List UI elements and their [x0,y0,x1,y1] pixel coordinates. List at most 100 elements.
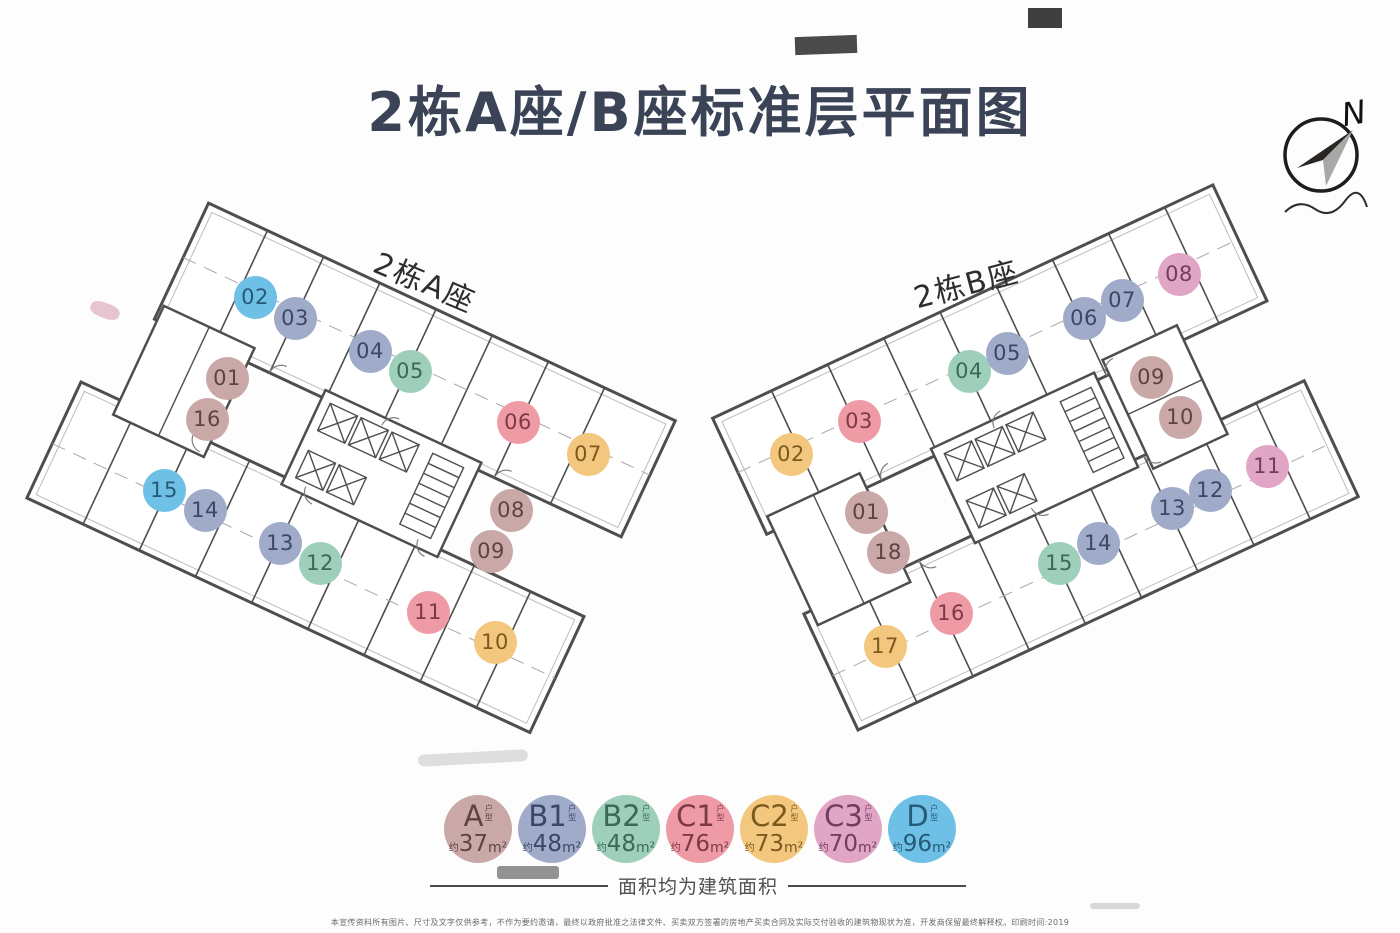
legend-approx: 约 [744,843,755,854]
legend-approx: 约 [892,843,903,854]
unit-circle-b-06: 06 [1062,296,1106,340]
unit-circle-a-09: 09 [469,529,513,573]
legend-letter: C2 [750,799,789,833]
legend-suffix: 户型 [641,804,651,822]
unit-circle-a-11: 11 [406,590,450,634]
legend-suffix: 户型 [484,804,494,822]
note-rule-right [788,884,967,887]
legend-approx: 约 [818,843,829,854]
unit-circle-a-12: 12 [298,541,342,585]
unit-circle-b-13: 13 [1150,486,1194,530]
unit-circle-b-07: 07 [1100,278,1144,322]
legend-note-text: 面积均为建筑面积 [618,876,779,898]
unit-circle-b-12: 12 [1188,468,1232,512]
legend-area-unit: m² [710,840,730,856]
legend-suffix: 户型 [929,804,939,822]
unit-circle-a-05: 05 [388,349,432,393]
unit-circle-b-09: 09 [1129,355,1173,399]
compass: N [1283,93,1369,193]
unit-circle-b-11: 11 [1245,444,1289,488]
disclaimer-text: 本宣传资料所有图片、尺寸及文字仅供参考，不作为要约邀请，最终以政府批准之法律文件… [330,918,1070,927]
unit-circle-a-16: 16 [185,397,229,441]
unit-circle-b-16: 16 [929,591,973,635]
legend-suffix: 户型 [789,804,799,822]
legend-area-value: 96 [902,831,933,857]
unit-circle-a-06: 06 [496,400,540,444]
unit-circle-a-15: 15 [142,468,186,512]
legend-approx: 约 [670,843,681,854]
legend-area-unit: m² [488,840,508,856]
artifact-blob [794,34,858,56]
legend-suffix: 户型 [863,804,873,822]
legend-area-unit: m² [932,840,952,856]
legend-area-value: 73 [754,831,785,857]
unit-circle-b-15: 15 [1037,541,1081,585]
legend-area-value: 37 [458,831,489,857]
legend-area-unit: m² [562,840,582,856]
page-title: 2栋A座/B座标准层平面图 [367,81,1033,144]
legend-area-unit: m² [858,840,878,856]
legend-note-row: 面积均为建筑面积 [430,872,967,899]
unit-circle-a-14: 14 [183,488,227,532]
legend-letter: B2 [602,799,641,833]
unit-circle-b-10: 10 [1158,395,1202,439]
unit-circle-b-08: 08 [1157,252,1201,296]
compass-circle [1283,117,1359,193]
legend-suffix: 户型 [567,804,577,822]
artifact-blob [1028,8,1062,28]
unit-circle-b-03: 03 [837,399,881,443]
legend-letter: A [463,799,484,833]
legend-approx: 约 [522,843,533,854]
unit-circle-a-13: 13 [258,521,302,565]
unit-circle-b-14: 14 [1076,521,1120,565]
note-rule-left [430,884,608,887]
unit-circle-b-17: 17 [863,624,907,668]
unit-circle-b-05: 05 [985,331,1029,375]
legend-area-value: 48 [532,831,563,857]
legend-letter: D [906,799,929,833]
unit-circle-a-01: 01 [205,356,249,400]
artifact-smudge [497,866,559,879]
legend-letter: B1 [528,799,567,833]
unit-circle-a-10: 10 [473,620,517,664]
legend-area-value: 48 [606,831,637,857]
unit-circle-a-07: 07 [566,432,610,476]
legend-approx: 约 [596,843,607,854]
legend-area-value: 76 [680,831,711,857]
artifact-smudge [1090,903,1140,909]
unit-circle-b-04: 04 [947,349,991,393]
unit-circle-a-04: 04 [348,329,392,373]
artifact-squiggle [1284,191,1368,215]
unit-circle-a-08: 08 [489,488,533,532]
unit-circle-a-02: 02 [233,275,277,319]
unit-circle-b-18: 18 [866,530,910,574]
legend-area-unit: m² [784,840,804,856]
legend-area-unit: m² [636,840,656,856]
legend-area-value: 70 [828,831,859,857]
unit-circle-b-02: 02 [769,432,813,476]
legend-approx: 约 [448,843,459,854]
unit-circle-b-01: 01 [844,490,888,534]
unit-circle-a-03: 03 [273,296,317,340]
